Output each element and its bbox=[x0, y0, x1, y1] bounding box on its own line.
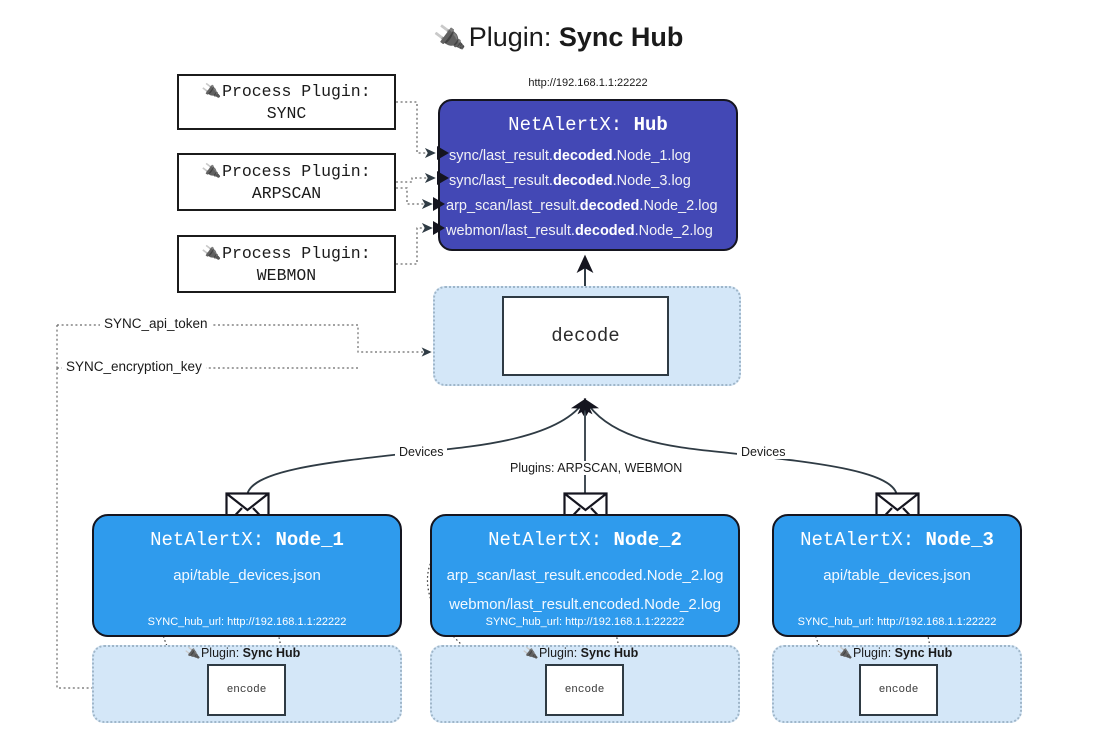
node-line: webmon/last_result.encoded.Node_2.log bbox=[449, 596, 721, 613]
hub-title: NetAlertX: Hub bbox=[508, 114, 668, 136]
secret-label-encryption-key: SYNC_encryption_key bbox=[62, 359, 206, 374]
page-title-prefix: Plugin: bbox=[468, 22, 559, 52]
plug-icon: 🔌 bbox=[184, 645, 201, 661]
hub-log-lines: sync/last_result.decoded.Node_1.log sync… bbox=[440, 144, 736, 244]
node-lines: api/table_devices.json bbox=[94, 561, 400, 590]
encoder-plugin-label: 🔌Plugin: Sync Hub bbox=[522, 645, 639, 661]
process-plugin-line2: SYNC bbox=[266, 103, 307, 123]
plug-icon: 🔌 bbox=[836, 645, 853, 661]
plug-icon: 🔌 bbox=[431, 21, 467, 55]
page-title: 🔌Plugin: Sync Hub bbox=[0, 16, 1117, 59]
page-title-name: Sync Hub bbox=[558, 22, 684, 52]
process-plugin-line1: 🔌Process Plugin: bbox=[201, 160, 371, 181]
process-plugin-line1: 🔌Process Plugin: bbox=[201, 242, 371, 263]
hub-log-line: arp_scan/last_result.decoded.Node_2.log bbox=[446, 198, 718, 214]
hub-log-line: webmon/last_result.decoded.Node_2.log bbox=[446, 223, 713, 239]
edge-label-plugins: Plugins: ARPSCAN, WEBMON bbox=[506, 461, 687, 475]
node-line: api/table_devices.json bbox=[823, 567, 971, 584]
process-plugin-line2: ARPSCAN bbox=[251, 183, 322, 203]
encoder-plugin-label: 🔌Plugin: Sync Hub bbox=[836, 645, 953, 661]
encode-box-node-3[interactable]: encode bbox=[859, 664, 938, 716]
process-plugin-line1: 🔌Process Plugin: bbox=[201, 80, 371, 101]
decode-box[interactable]: decode bbox=[502, 296, 669, 376]
plug-icon: 🔌 bbox=[522, 645, 539, 661]
hub-url-label: http://192.168.1.1:22222 bbox=[528, 77, 648, 89]
node-title: NetAlertX: Node_2 bbox=[488, 529, 682, 551]
node-title: NetAlertX: Node_3 bbox=[800, 529, 994, 551]
plug-icon: 🔌 bbox=[201, 160, 223, 181]
process-plugin-box-sync[interactable]: 🔌Process Plugin: SYNC bbox=[177, 74, 396, 130]
node-box-node-2[interactable]: NetAlertX: Node_2 arp_scan/last_result.e… bbox=[430, 514, 740, 637]
encode-box-node-2[interactable]: encode bbox=[545, 664, 624, 716]
encode-box-node-1[interactable]: encode bbox=[207, 664, 286, 716]
node-lines: api/table_devices.json bbox=[774, 561, 1020, 590]
secret-label-api-token: SYNC_api_token bbox=[100, 316, 212, 331]
node-lines: arp_scan/last_result.encoded.Node_2.log … bbox=[432, 561, 738, 619]
hub-log-line: sync/last_result.decoded.Node_1.log bbox=[449, 148, 691, 164]
node-line: arp_scan/last_result.encoded.Node_2.log bbox=[446, 567, 724, 584]
process-plugin-box-webmon[interactable]: 🔌Process Plugin: WEBMON bbox=[177, 235, 396, 293]
node-footer: SYNC_hub_url: http://192.168.1.1:22222 bbox=[147, 616, 347, 628]
node-box-node-3[interactable]: NetAlertX: Node_3 api/table_devices.json… bbox=[772, 514, 1022, 637]
process-plugin-box-arpscan[interactable]: 🔌Process Plugin: ARPSCAN bbox=[177, 153, 396, 211]
plug-icon: 🔌 bbox=[201, 80, 223, 101]
encoder-plugin-label: 🔌Plugin: Sync Hub bbox=[184, 645, 301, 661]
node-footer: SYNC_hub_url: http://192.168.1.1:22222 bbox=[797, 616, 997, 628]
node-title: NetAlertX: Node_1 bbox=[150, 529, 344, 551]
node-footer: SYNC_hub_url: http://192.168.1.1:22222 bbox=[485, 616, 685, 628]
edge-label-devices-left: Devices bbox=[395, 445, 448, 459]
node-box-node-1[interactable]: NetAlertX: Node_1 api/table_devices.json… bbox=[92, 514, 402, 637]
plug-icon: 🔌 bbox=[201, 242, 223, 263]
node-line: api/table_devices.json bbox=[173, 567, 321, 584]
edge-label-devices-right: Devices bbox=[737, 445, 790, 459]
process-plugin-line2: WEBMON bbox=[256, 265, 317, 285]
hub-log-line: sync/last_result.decoded.Node_3.log bbox=[449, 173, 691, 189]
hub-box[interactable]: NetAlertX: Hub sync/last_result.decoded.… bbox=[438, 99, 738, 251]
